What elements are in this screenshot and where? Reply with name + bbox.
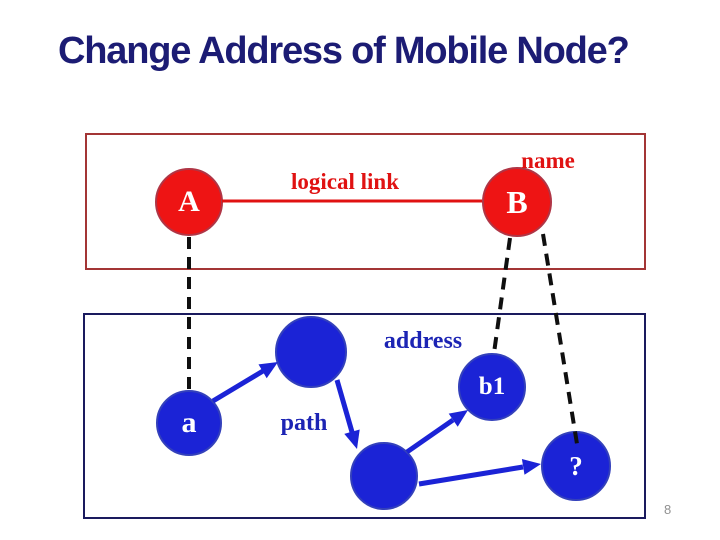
path-label: path (280, 410, 328, 436)
name-layer-label: name (521, 148, 575, 173)
node-A: A (155, 168, 223, 236)
page-number: 8 (664, 502, 672, 517)
router-node-1 (275, 316, 347, 388)
node-b1: b1 (458, 353, 526, 421)
slide-title: Change Address of Mobile Node? (58, 30, 630, 72)
router-node-2 (350, 442, 418, 510)
node-B-label: B (506, 183, 528, 220)
node-B: B (482, 167, 552, 237)
node-A-label: A (178, 185, 200, 218)
name-layer-box (85, 133, 646, 270)
logical-link-label: logical link (291, 169, 399, 194)
address-layer-box (83, 313, 646, 519)
node-unknown: ? (541, 431, 611, 501)
node-a: a (156, 390, 222, 456)
node-b1-label: b1 (478, 373, 506, 400)
node-a-label: a (181, 406, 197, 439)
address-layer-label: address (383, 328, 463, 354)
node-unknown-label: ? (569, 450, 583, 481)
